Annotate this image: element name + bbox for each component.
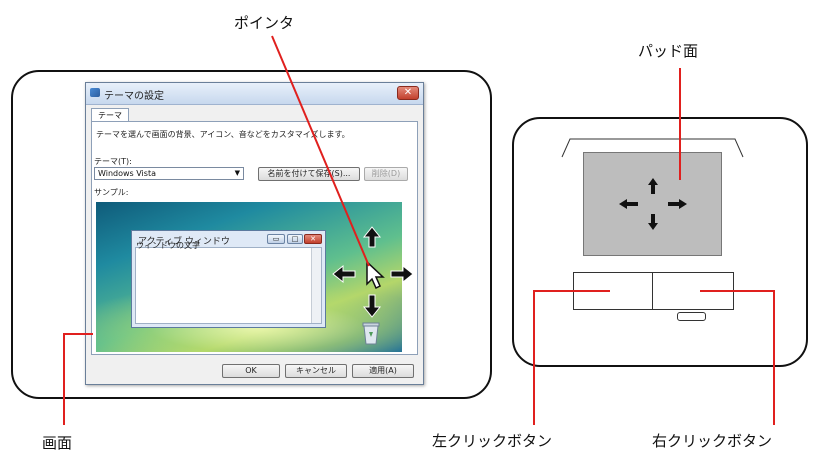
pad-surface-callout: パッド面 xyxy=(638,42,699,60)
sample-active-window: アクティブ ウィンドウ ▭ □ ✕ ウィンドウの文字 xyxy=(131,230,326,328)
apply-button[interactable]: 適用(A) xyxy=(352,364,414,378)
theme-select[interactable]: Windows Vista ▼ xyxy=(94,167,244,180)
sample-window-text: ウィンドウの文字 xyxy=(136,241,200,250)
theme-settings-dialog: テーマの設定 ✕ テーマ テーマを選んで画面の背景、アイコン、音などをカスタマイ… xyxy=(85,82,424,385)
save-as-button[interactable]: 名前を付けて保存(S)... xyxy=(258,167,360,181)
sample-window-title: アクティブ ウィンドウ xyxy=(138,237,230,247)
dialog-titlebar: テーマの設定 ✕ xyxy=(86,83,423,105)
theme-select-value: Windows Vista xyxy=(98,169,156,178)
minimize-icon: ▭ xyxy=(267,234,285,244)
sample-label: サンプル: xyxy=(94,188,129,197)
left-click-callout: 左クリックボタン xyxy=(432,432,553,450)
dialog-title: テーマの設定 xyxy=(104,91,164,102)
cancel-button[interactable]: キャンセル xyxy=(285,364,347,378)
pad-lock-slot xyxy=(677,312,706,321)
touchpad-surface[interactable] xyxy=(583,152,722,256)
pointer-callout: ポインタ xyxy=(234,14,295,32)
tab-theme[interactable]: テーマ xyxy=(91,108,129,123)
pointer-movement-arrows xyxy=(332,226,414,318)
screen-callout: 画面 xyxy=(42,434,73,452)
close-button[interactable]: ✕ xyxy=(397,86,419,100)
theme-preview: アクティブ ウィンドウ ▭ □ ✕ ウィンドウの文字 xyxy=(96,202,402,352)
sample-window-body: ウィンドウの文字 xyxy=(135,241,322,324)
touchpad-bezel xyxy=(561,138,744,158)
chevron-down-icon: ▼ xyxy=(234,169,240,177)
display-settings-icon xyxy=(90,88,100,97)
theme-label: テーマ(T): xyxy=(94,157,132,166)
ok-button[interactable]: OK xyxy=(222,364,280,378)
theme-description: テーマを選んで画面の背景、アイコン、音などをカスタマイズします。 xyxy=(96,130,350,139)
recycle-bin-icon xyxy=(362,322,380,345)
maximize-icon: □ xyxy=(287,234,303,244)
sample-scrollbar xyxy=(311,248,321,323)
pad-movement-arrows xyxy=(619,178,687,230)
right-click-callout: 右クリックボタン xyxy=(652,432,773,450)
close-icon: ✕ xyxy=(304,234,322,244)
delete-button[interactable]: 削除(D) xyxy=(364,167,408,181)
